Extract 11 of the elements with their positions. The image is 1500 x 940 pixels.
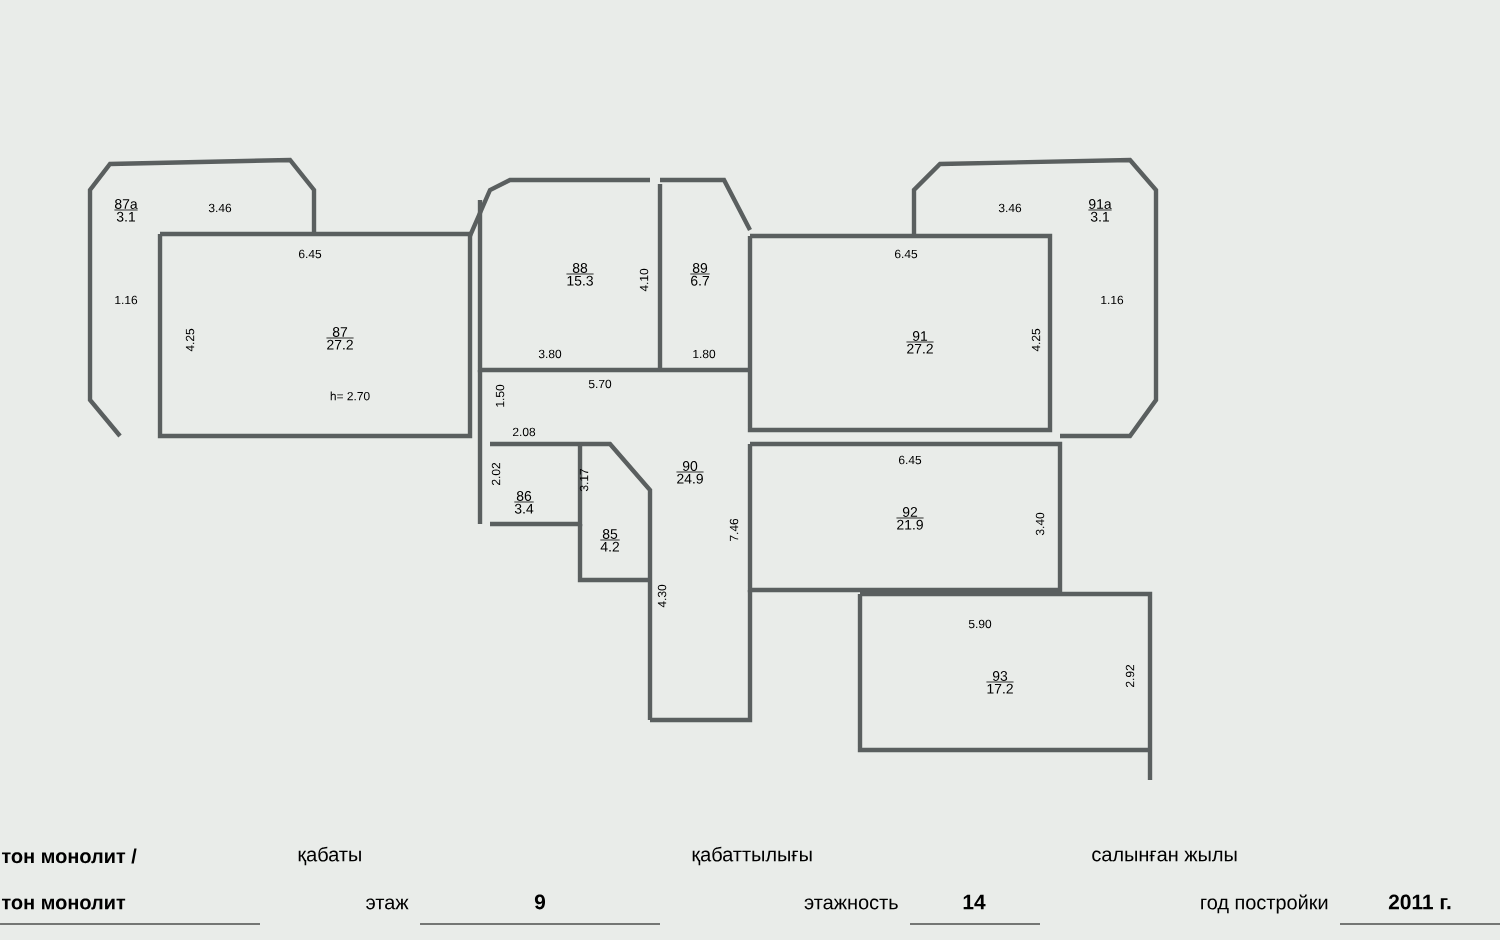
form-label: қабаттылығы <box>692 846 812 866</box>
form-label: қабаты <box>298 846 361 866</box>
form-value: 14 <box>963 894 986 910</box>
material-label: тон монолит / <box>2 848 137 864</box>
form-value: 2011 г. <box>1388 894 1451 910</box>
form-label: этажность <box>804 898 898 910</box>
material-label: тон монолит <box>2 898 126 910</box>
form-label: год постройки <box>1201 894 1328 914</box>
form-label: этаж <box>366 898 409 910</box>
form-label: салынған жылы <box>1092 850 1237 862</box>
form-value: 9 <box>534 894 546 910</box>
